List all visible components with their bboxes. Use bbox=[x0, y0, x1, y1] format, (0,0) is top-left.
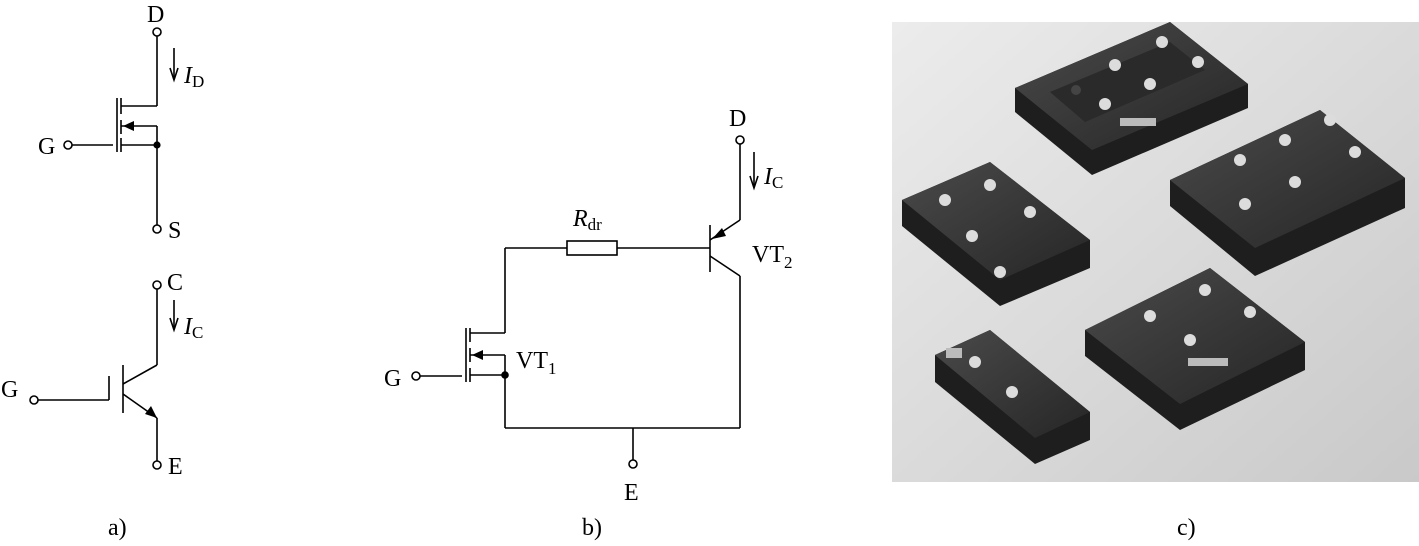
panel-b-drain-label: D bbox=[729, 106, 746, 132]
emitter-terminal bbox=[152, 460, 162, 470]
panel-b-gate-label: G bbox=[384, 366, 401, 392]
caption-c: c) bbox=[1177, 515, 1196, 541]
mosfet-gate-label: G bbox=[38, 134, 55, 160]
module-bottom-left bbox=[935, 330, 1090, 464]
resistor-label: Rdr bbox=[572, 206, 602, 234]
igbt-emitter-label: E bbox=[168, 454, 183, 480]
igbt-gate-terminal bbox=[29, 395, 39, 405]
panel-b-emitter-terminal bbox=[628, 459, 638, 469]
equivalent-circuit: Rdr D IC VT2 G VT1 E bbox=[384, 106, 793, 506]
gate-terminal bbox=[63, 140, 73, 150]
vt2-label: VT2 bbox=[752, 242, 793, 272]
panel-b-gate-terminal bbox=[411, 371, 421, 381]
mosfet-symbol: D S G ID bbox=[38, 2, 204, 244]
module-bottom-right bbox=[1085, 268, 1305, 430]
panel-b-current-label: IC bbox=[763, 164, 783, 192]
igbt-gate-label: G bbox=[1, 377, 18, 403]
vt1-label: VT1 bbox=[516, 348, 557, 378]
drain-terminal bbox=[152, 27, 162, 37]
module-top bbox=[1015, 22, 1248, 175]
module-right bbox=[1170, 110, 1405, 276]
igbt-modules-photo bbox=[892, 22, 1419, 482]
module-left bbox=[902, 162, 1090, 306]
collector-terminal bbox=[152, 280, 162, 290]
drive-resistor bbox=[566, 240, 618, 256]
igbt-collector-label: C bbox=[167, 270, 183, 296]
panel-b-emitter-label: E bbox=[624, 480, 639, 506]
source-terminal bbox=[152, 224, 162, 234]
mosfet-current-label: ID bbox=[183, 63, 204, 91]
caption-a: a) bbox=[108, 515, 127, 541]
igbt-symbol: C E G IC bbox=[1, 270, 203, 480]
igbt-current-label: IC bbox=[183, 314, 203, 342]
caption-b: b) bbox=[582, 515, 602, 541]
mosfet-source-label: S bbox=[168, 218, 181, 244]
mosfet-drain-label: D bbox=[147, 2, 164, 28]
panel-b-drain-terminal bbox=[735, 135, 745, 145]
